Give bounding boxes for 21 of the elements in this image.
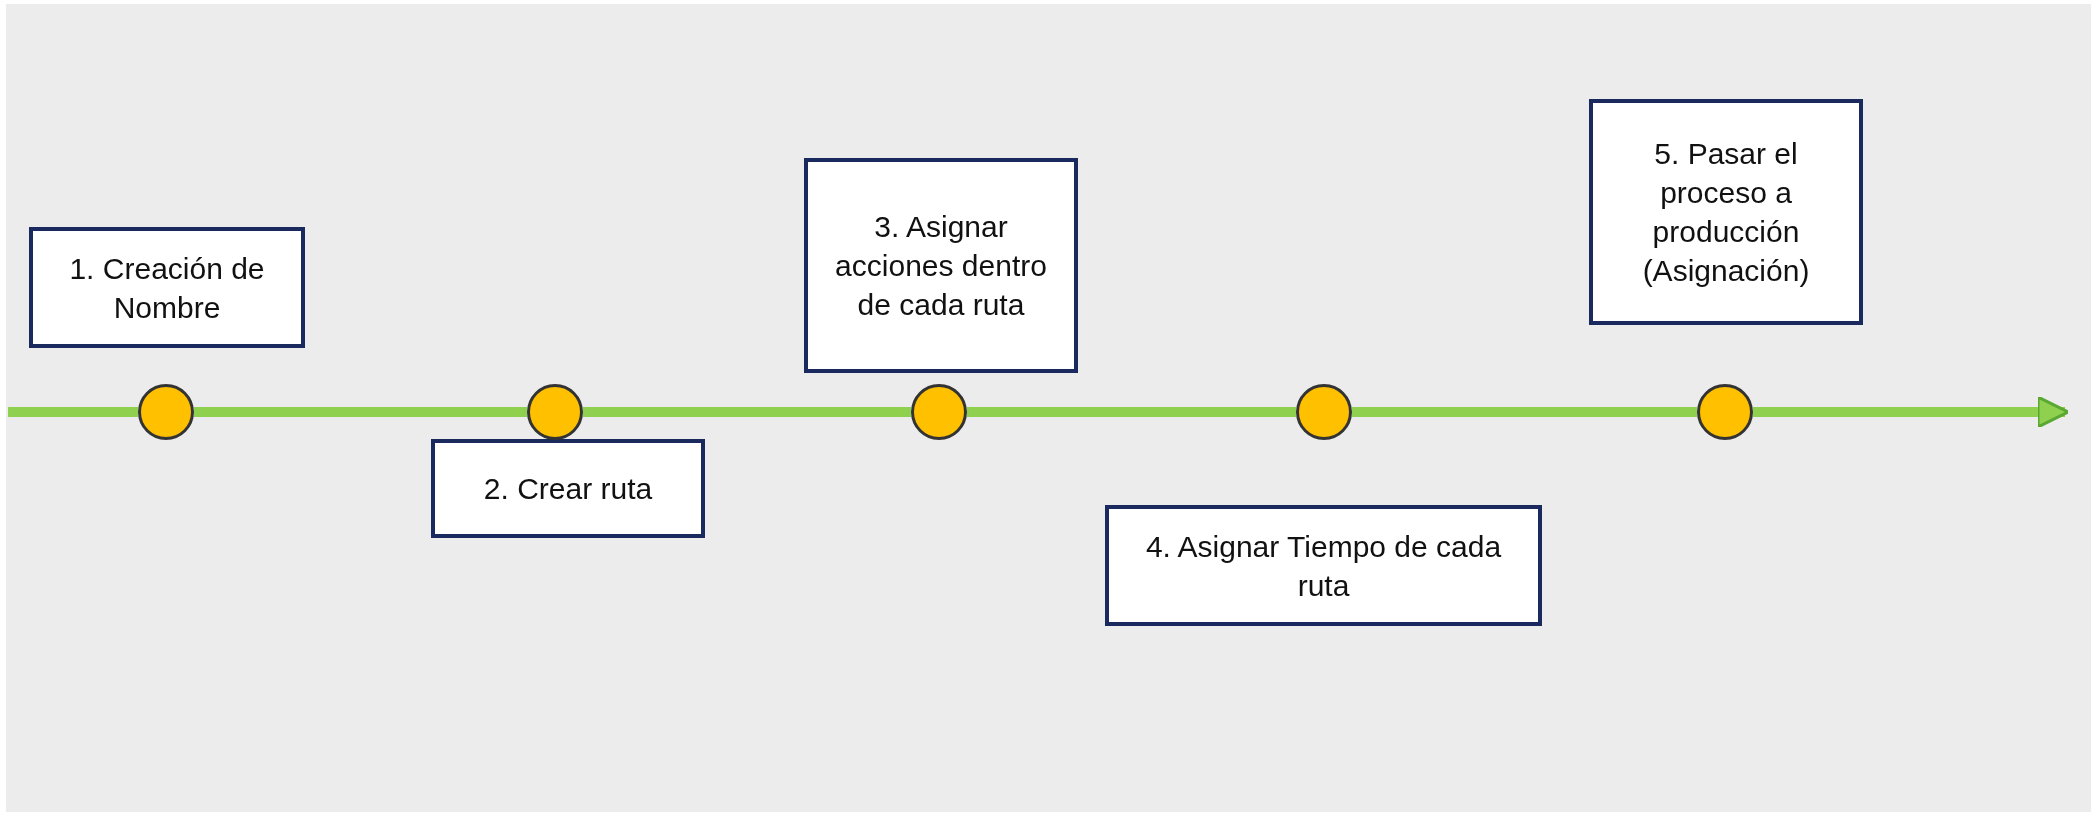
timeline-circle	[1697, 384, 1753, 440]
step-text: 4. Asignar Tiempo de cada ruta	[1144, 528, 1503, 604]
step-box	[29, 227, 305, 348]
step-box	[431, 439, 705, 538]
timeline-line	[8, 407, 138, 417]
timeline-line	[583, 407, 911, 417]
step-text: 5. Pasar el proceso a producción (Asignación)	[1641, 136, 1811, 289]
timeline-line	[1352, 407, 1697, 417]
step-text: 3. Asignar acciones dentro de cada ruta	[834, 209, 1048, 323]
timeline-arrow	[1753, 395, 2070, 429]
step-text: 2. Crear ruta	[483, 471, 653, 507]
timeline-line	[967, 407, 1296, 417]
timeline-circle	[1296, 384, 1352, 440]
timeline-circle	[527, 384, 583, 440]
step-box	[1105, 505, 1542, 626]
step-box	[1589, 99, 1863, 325]
timeline-line	[194, 407, 527, 417]
step-text: 1. Creación de Nombre	[68, 250, 266, 326]
step-box	[804, 158, 1078, 373]
timeline-circle	[138, 384, 194, 440]
timeline-circle	[911, 384, 967, 440]
